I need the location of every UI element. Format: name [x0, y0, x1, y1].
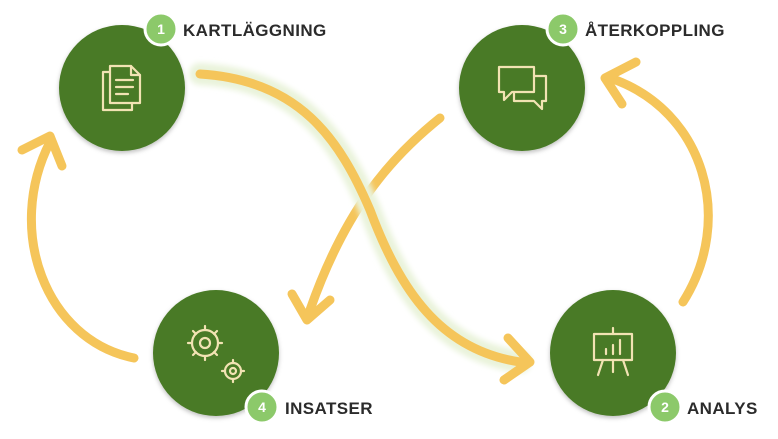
arrow-insatser-to-kartlaggning [17, 131, 139, 363]
arrow-kartlaggning-to-analys [189, 63, 535, 385]
svg-text:4: 4 [258, 399, 266, 415]
svg-text:2: 2 [661, 399, 669, 415]
step-badge: 1 [143, 11, 179, 47]
svg-text:1: 1 [157, 21, 165, 37]
documents-icon [101, 64, 142, 112]
step-badge: 4 [244, 389, 280, 425]
gears-icon [186, 324, 246, 384]
step-label: ÅTERKOPPLING [585, 21, 725, 40]
arrow-analys-to-aterkoppling [600, 57, 713, 307]
svg-text:3: 3 [559, 21, 567, 37]
chat-bubbles-icon [497, 65, 548, 111]
step-insatser: 4 INSATSER [153, 290, 373, 425]
presentation-board-icon [592, 326, 634, 377]
step-analys: 2 ANALYS [550, 290, 758, 425]
step-circle [459, 25, 585, 151]
step-label: ANALYS [687, 399, 758, 418]
step-label: KARTLÄGGNING [183, 21, 327, 40]
step-aterkoppling: 3 ÅTERKOPPLING [459, 11, 725, 151]
step-badge: 3 [545, 11, 581, 47]
step-kartlaggning: 1 KARTLÄGGNING [59, 11, 327, 151]
step-label: INSATSER [285, 399, 373, 418]
step-badge: 2 [647, 389, 683, 425]
